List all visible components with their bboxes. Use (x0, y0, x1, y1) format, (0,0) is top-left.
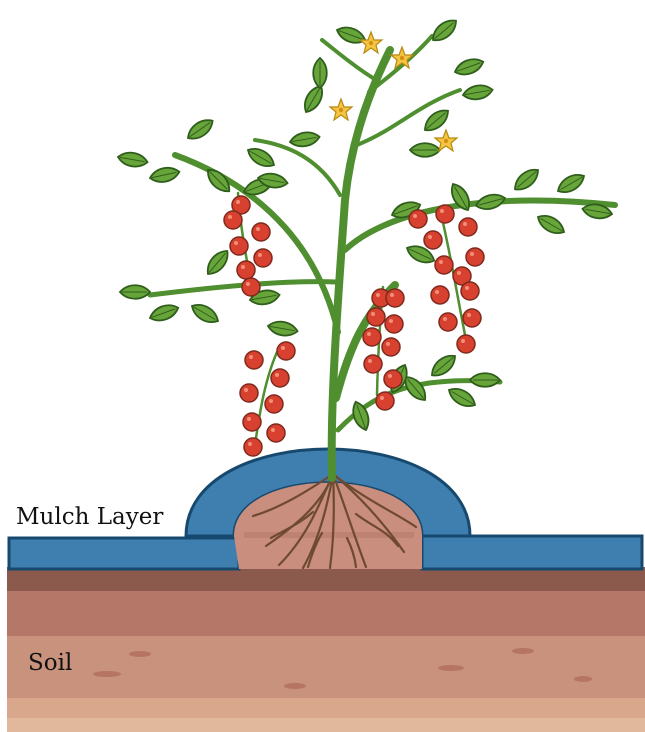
leaf-icon (117, 16, 613, 433)
soil-layer (7, 567, 645, 732)
mulch-layer-label: Mulch Layer (16, 504, 163, 530)
soil-label: Soil (28, 650, 72, 676)
